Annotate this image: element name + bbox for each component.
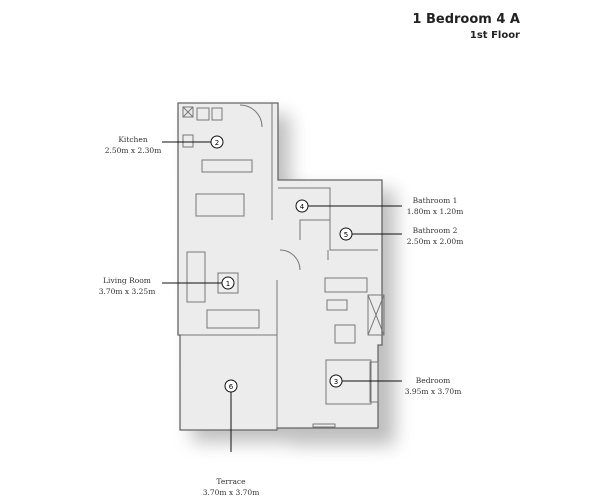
room-size: 3.70m x 3.70m (202, 488, 260, 497)
room-size: 2.50m x 2.30m (104, 146, 162, 155)
interior-walls (180, 103, 385, 430)
living-room-label: Living Room 3.70m x 3.25m (92, 275, 162, 297)
marker-number: 1 (226, 280, 230, 288)
room-name: Bedroom (415, 376, 451, 385)
terrace-label: Terrace 3.70m x 3.70m (196, 476, 266, 498)
bathroom-2-label: Bathroom 2 2.50m x 2.00m (400, 225, 470, 247)
room-marker-5: 5 (339, 227, 353, 241)
room-size: 3.70m x 3.25m (98, 287, 156, 296)
floor-label: 1st Floor (469, 30, 520, 41)
marker-number: 4 (300, 203, 305, 211)
marker-number: 3 (334, 378, 338, 386)
room-markers: 1 2 3 4 5 6 (210, 135, 353, 393)
room-name: Bathroom 2 (412, 226, 458, 235)
leader-lines (162, 141, 402, 452)
plan-title: 1 Bedroom 4 A (412, 12, 520, 27)
room-name: Terrace (216, 477, 246, 486)
marker-number: 2 (215, 139, 219, 147)
room-marker-2: 2 (210, 135, 224, 149)
marker-number: 6 (229, 383, 234, 391)
bathroom-1-label: Bathroom 1 1.80m x 1.20m (400, 195, 470, 217)
room-name: Kitchen (118, 135, 148, 144)
room-name: Living Room (103, 276, 151, 285)
room-marker-3: 3 (329, 374, 343, 388)
room-name: Bathroom 1 (412, 196, 458, 205)
marker-number: 5 (344, 231, 348, 239)
room-size: 2.50m x 2.00m (406, 237, 464, 246)
bedroom-label: Bedroom 3.95m x 3.70m (398, 375, 468, 397)
room-size: 3.95m x 3.70m (404, 387, 462, 396)
room-size: 1.80m x 1.20m (406, 207, 464, 216)
room-marker-6: 6 (224, 379, 238, 393)
room-marker-4: 4 (295, 199, 309, 213)
room-marker-1: 1 (221, 276, 235, 290)
kitchen-label: Kitchen 2.50m x 2.30m (98, 134, 168, 156)
